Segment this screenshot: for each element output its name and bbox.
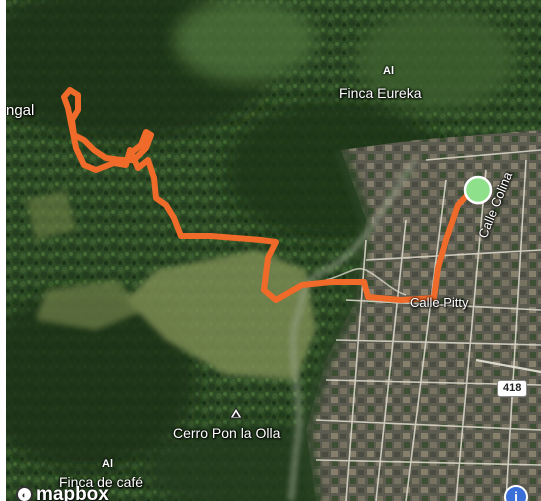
place-label-ngal: ngal bbox=[6, 102, 35, 119]
info-icon[interactable]: i bbox=[504, 485, 528, 501]
clearing-area bbox=[26, 190, 76, 240]
road-grid bbox=[315, 149, 541, 501]
mapbox-logo[interactable]: ◐ mapbox bbox=[16, 485, 109, 501]
route-shield-418: 418 bbox=[497, 380, 528, 397]
hiking-route bbox=[61, 87, 475, 303]
map-view[interactable]: ngal Al Finca Eureka Calle Colina Calle … bbox=[6, 0, 541, 501]
clearing-area bbox=[126, 250, 316, 380]
mapbox-wordmark: mapbox bbox=[36, 484, 109, 501]
light-forest-patch bbox=[176, 0, 316, 80]
highway-418 bbox=[475, 358, 541, 374]
town-edge bbox=[298, 147, 374, 501]
poi-icon: Al bbox=[383, 65, 394, 77]
poi-icon: Al bbox=[102, 458, 113, 470]
mapbox-logo-icon: ◐ bbox=[16, 486, 33, 501]
place-label-finca-de-cafe: Finca de café bbox=[59, 474, 144, 490]
start-marker-icon bbox=[463, 175, 493, 205]
river bbox=[288, 158, 419, 501]
winding-road bbox=[325, 267, 407, 296]
light-forest-patch bbox=[356, 10, 516, 110]
peak-icon bbox=[229, 407, 243, 419]
place-label-finca-eureka: Finca Eureka bbox=[339, 85, 422, 101]
street-label-calle-pitty: Calle Pitty bbox=[410, 295, 469, 310]
place-label-cerro-pon-la-olla: Cerro Pon la Olla bbox=[173, 425, 281, 441]
town-area bbox=[306, 130, 541, 501]
dark-forest-patch bbox=[6, 290, 196, 470]
map-canvas[interactable] bbox=[6, 0, 541, 501]
clearing-area bbox=[36, 280, 146, 330]
